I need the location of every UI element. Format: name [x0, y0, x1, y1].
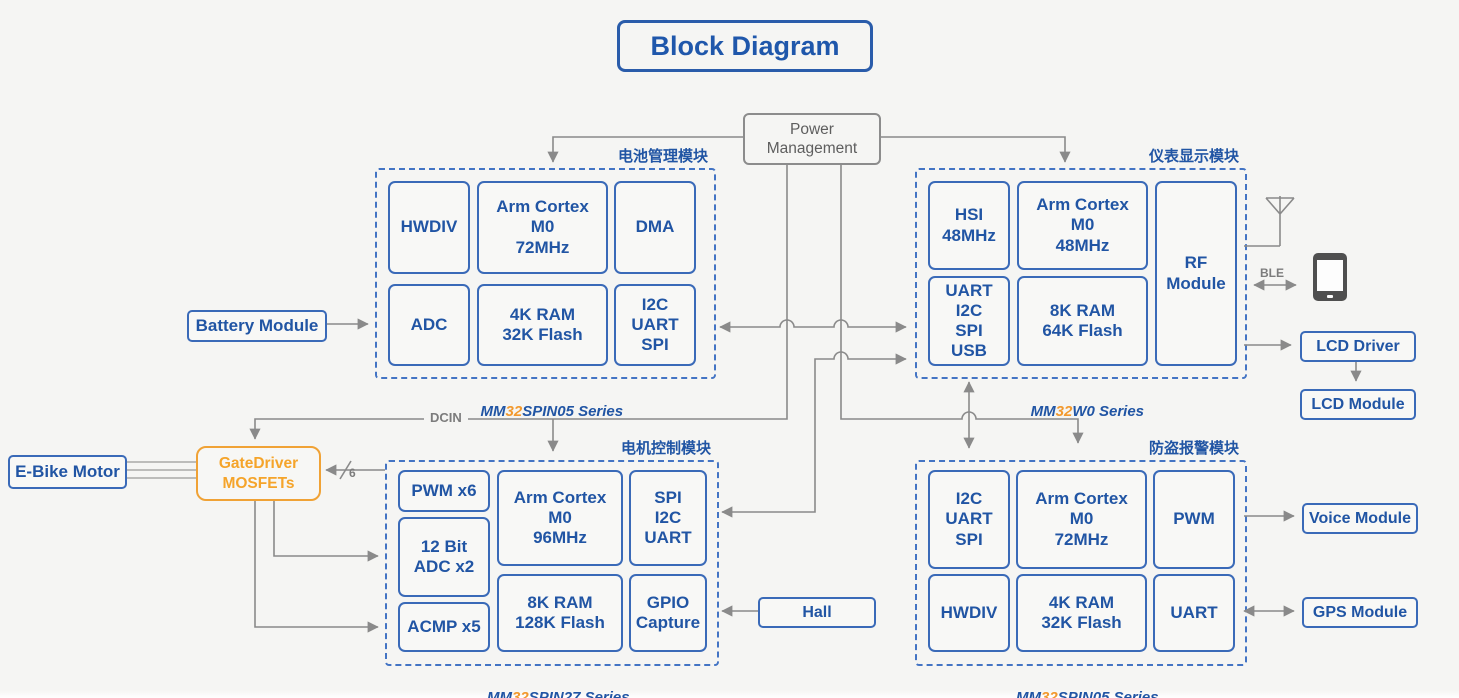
group-display	[915, 168, 1247, 379]
power-management-box: Power Management	[743, 113, 881, 165]
series-prefix: MM	[487, 689, 513, 698]
block-uart: UART	[1153, 574, 1235, 652]
block-rf-module: RF Module	[1155, 181, 1237, 366]
group-alarm-label: 防盗报警模块	[1148, 440, 1239, 457]
block-spi-i2c-uart: SPI I2C UART	[629, 470, 707, 566]
ble-label: BLE	[1260, 266, 1284, 280]
block-ram-32k-2: 4K RAM 32K Flash	[1016, 574, 1147, 652]
wire-motor-display	[721, 351, 907, 518]
ebike-motor-box: E-Bike Motor	[8, 455, 127, 489]
block-pwm: PWM	[1153, 470, 1235, 569]
block-hwdiv-2: HWDIV	[928, 574, 1010, 652]
block-cortex-72mhz-1: Arm Cortex M0 72MHz	[477, 181, 608, 274]
group-motor-control	[385, 460, 719, 666]
phone-home-button	[1327, 295, 1333, 298]
wire-gd-adc	[273, 497, 379, 562]
series-label-motor: MM32SPIN27 Series	[385, 672, 715, 698]
block-hsi-48mhz: HSI 48MHz	[928, 181, 1010, 270]
block-12bit-adc-x2: 12 Bit ADC x2	[398, 517, 490, 597]
lcd-driver-box: LCD Driver	[1300, 331, 1416, 362]
series-prefix: MM	[480, 403, 506, 420]
block-gpio-capture: GPIO Capture	[629, 574, 707, 652]
antenna-icon	[1244, 196, 1295, 247]
group-battery-label: 电池管理模块	[617, 148, 708, 165]
bus-width-label: 6	[349, 466, 356, 480]
bus-slash	[339, 460, 352, 480]
wire-pm-to-battery	[547, 136, 743, 163]
block-ram-64k: 8K RAM 64K Flash	[1017, 276, 1148, 366]
series-label-alarm: MM32SPIN05 Series	[915, 672, 1243, 698]
block-pwm-x6: PWM x6	[398, 470, 490, 512]
gatedriver-mosfets-box: GateDriver MOSFETs	[196, 446, 321, 501]
page-title: Block Diagram	[617, 20, 873, 72]
lcd-module-box: LCD Module	[1300, 389, 1416, 420]
series-num: 32	[512, 689, 529, 698]
series-num: 32	[505, 403, 523, 420]
block-i2c-uart-spi-2: I2C UART SPI	[928, 470, 1010, 569]
group-display-label: 仪表显示模块	[1148, 148, 1239, 165]
block-i2c-uart-spi-1: I2C UART SPI	[614, 284, 696, 366]
series-num: 32	[1041, 689, 1058, 698]
series-label-battery: MM32SPIN05 Series	[375, 386, 712, 437]
phone-screen	[1317, 260, 1343, 291]
block-ram-128k: 8K RAM 128K Flash	[497, 574, 623, 652]
group-motor-label: 电机控制模块	[620, 440, 711, 457]
gps-module-box: GPS Module	[1302, 597, 1418, 628]
block-hwdiv-1: HWDIV	[388, 181, 470, 274]
wire-dcin-rail	[249, 161, 788, 440]
block-ram-32k-1: 4K RAM 32K Flash	[477, 284, 608, 366]
wire-battery-display	[719, 319, 907, 333]
series-suffix: W0 Series	[1072, 403, 1145, 420]
hall-box: Hall	[758, 597, 876, 628]
smartphone-icon	[1313, 253, 1347, 301]
wire-motor-phases	[123, 461, 196, 479]
series-suffix: SPIN05 Series	[522, 403, 624, 420]
block-cortex-96mhz: Arm Cortex M0 96MHz	[497, 470, 623, 566]
block-cortex-72mhz-2: Arm Cortex M0 72MHz	[1016, 470, 1147, 569]
wire-pm-to-display	[877, 136, 1071, 163]
series-label-display: MM32W0 Series	[915, 386, 1243, 437]
series-suffix: SPIN27 Series	[528, 689, 630, 698]
wire-gd-acmp	[254, 497, 379, 633]
block-dma: DMA	[614, 181, 696, 274]
voice-module-box: Voice Module	[1302, 503, 1418, 534]
group-alarm	[915, 460, 1247, 666]
group-battery-management	[375, 168, 716, 379]
series-prefix: MM	[1030, 403, 1056, 420]
block-acmp-x5: ACMP x5	[398, 602, 490, 652]
dcin-label: DCIN	[424, 410, 468, 425]
series-num: 32	[1055, 403, 1073, 420]
block-uart-i2c-spi-usb: UART I2C SPI USB	[928, 276, 1010, 366]
block-adc: ADC	[388, 284, 470, 366]
block-cortex-48mhz: Arm Cortex M0 48MHz	[1017, 181, 1148, 270]
series-suffix: SPIN05 Series	[1057, 689, 1159, 698]
battery-module-box: Battery Module	[187, 310, 327, 342]
series-prefix: MM	[1016, 689, 1042, 698]
